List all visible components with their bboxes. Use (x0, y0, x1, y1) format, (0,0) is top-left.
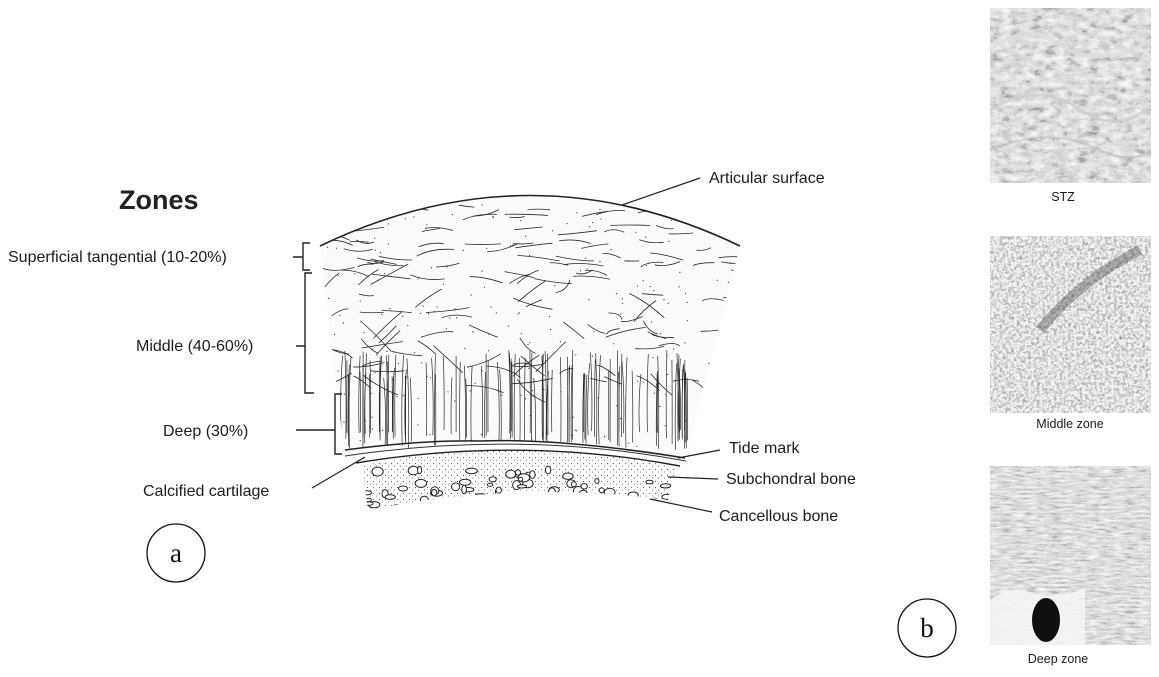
calcified-cartilage-label: Calcified cartilage (143, 483, 269, 500)
superficial-zone-bracket (293, 243, 310, 270)
articular-surface-leader (622, 178, 700, 205)
subchondral-bone-label: Subchondral bone (726, 471, 856, 488)
panel-a-label: a (170, 538, 182, 568)
cartilage-section (320, 195, 767, 466)
deep-zone-label: Deep (30%) (163, 423, 248, 440)
cancellous-bone-label: Cancellous bone (719, 508, 838, 525)
middle-zone-micrograph (990, 236, 1151, 413)
cancellous-bone-leader (650, 499, 712, 512)
middle-zone-label: Middle (40-60%) (136, 338, 253, 355)
articular-surface-label: Articular surface (709, 170, 825, 187)
deep-zone-micrograph (990, 466, 1151, 645)
deep-zone-caption: Deep zone (1028, 652, 1089, 666)
middle-zone-bracket (296, 273, 314, 393)
stz-micrograph (990, 8, 1151, 183)
tide-mark-label: Tide mark (729, 440, 801, 457)
calcified-cartilage-leader (312, 457, 365, 488)
deep-zone-bracket (296, 394, 342, 454)
panel-b-label: b (920, 613, 934, 643)
superficial-zone-label: Superficial tangential (10-20%) (8, 249, 227, 266)
middle-zone-caption: Middle zone (1036, 417, 1103, 431)
stz-caption: STZ (1051, 190, 1075, 204)
subchondral-bone-leader (668, 477, 718, 479)
zones-title: Zones (119, 185, 199, 215)
